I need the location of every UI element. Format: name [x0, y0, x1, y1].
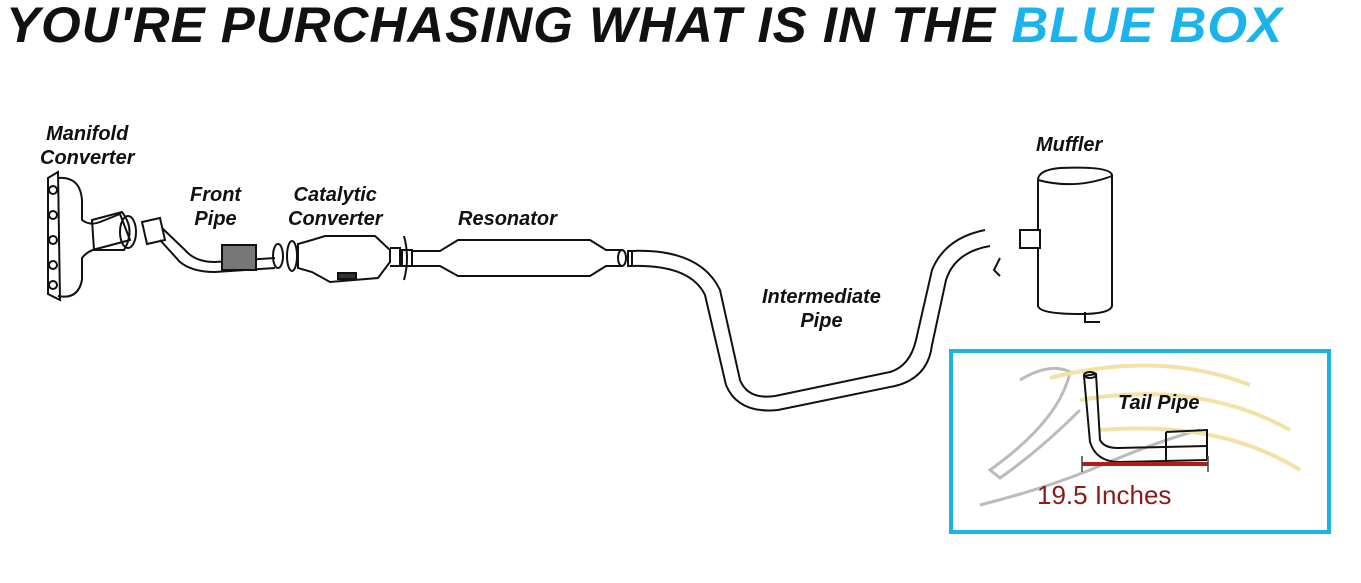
resonator-part: [401, 235, 627, 281]
catalytic-converter-part: [286, 235, 401, 284]
blue-box: [949, 349, 1331, 534]
label-resonator: Resonator: [458, 208, 557, 230]
title-text: YOU'RE PURCHASING WHAT IS IN THE: [6, 0, 997, 53]
label-line: Converter: [288, 208, 383, 230]
label-line: Pipe: [800, 310, 843, 332]
label-line: Catalytic: [293, 184, 377, 206]
label-line: Front: [190, 184, 242, 206]
title-highlight: BLUE BOX: [1011, 0, 1284, 53]
label-line: Intermediate: [762, 286, 881, 308]
label-tail-pipe: Tail Pipe: [1118, 392, 1200, 414]
label-line: Pipe: [194, 208, 237, 230]
label-muffler: Muffler: [1036, 134, 1103, 156]
mane-watermark: [1049, 363, 1302, 472]
measurement-bar: [1081, 456, 1209, 472]
measurement-label: 19.5 Inches: [1037, 480, 1172, 510]
manifold-converter-part: [47, 170, 137, 302]
horse-watermark: [979, 366, 1201, 507]
muffler-part: [992, 166, 1113, 323]
intermediate-pipe-part: [627, 229, 991, 412]
label-line: Manifold: [46, 123, 129, 145]
front-pipe-part: [140, 216, 284, 274]
tail-pipe-part: [1083, 371, 1208, 464]
page-title: YOU'RE PURCHASING WHAT IS IN THE BLUE BO…: [6, 0, 1283, 54]
label-line: Converter: [40, 147, 135, 169]
